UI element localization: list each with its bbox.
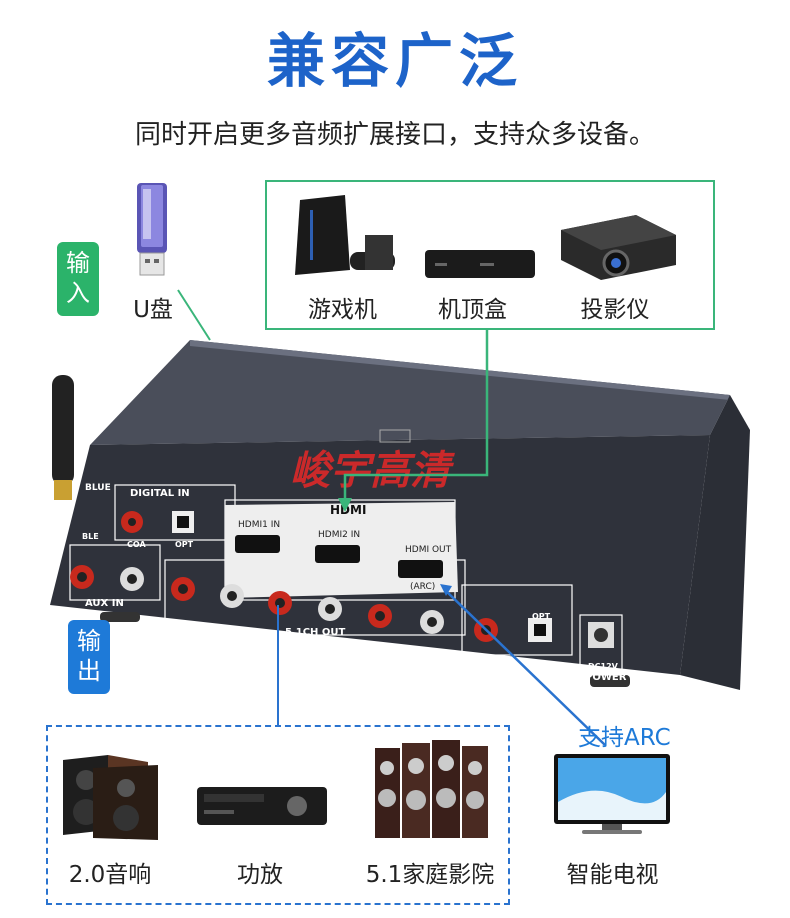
output-label-home-theater: 5.1家庭影院 [365, 862, 495, 888]
output-badge-label: 输出 [77, 627, 101, 685]
source-label-projector: 投影仪 [580, 297, 650, 323]
projector-icon [561, 215, 676, 280]
speakers-icon [63, 755, 158, 840]
usb-drive-icon [137, 183, 167, 276]
hdmi-out-label: HDMI OUT [405, 545, 452, 555]
amplifier-icon [197, 787, 327, 825]
decoder-device [50, 340, 750, 690]
arc-port-label: (ARC) [410, 582, 436, 592]
source-label-set-top-box: 机顶盒 [438, 297, 507, 323]
arc-support-label: 支持ARC [578, 725, 671, 751]
page-subtitle: 同时开启更多音频扩展接口，支持众多设备。 [134, 120, 655, 150]
input-badge: 输入 [57, 242, 99, 316]
opt-label: OPT [175, 540, 194, 549]
ch-out-label: 5.1CH OUT [285, 627, 346, 638]
smart-tv-icon [554, 754, 670, 834]
digital-out-label: DIGITAL OUT [480, 660, 552, 671]
aux-in-label: AUX IN [85, 598, 124, 609]
coa-label: COA [127, 540, 146, 549]
hdmi1-in-label: HDMI1 IN [238, 520, 281, 530]
output-badge: 输出 [68, 620, 110, 694]
blue-label: BLUE [85, 483, 111, 493]
usb-label: U盘 [133, 297, 173, 323]
game-console-icon [295, 195, 395, 275]
power-label: POWER [585, 672, 627, 683]
watermark: 峻宇高清 [290, 448, 450, 494]
hdmi2-in-label: HDMI2 IN [318, 530, 361, 540]
output-devices-box [46, 725, 510, 905]
page-title: 兼容广泛 [266, 27, 523, 95]
set-top-box-icon [425, 250, 535, 278]
ble-label: BLE [82, 532, 99, 541]
opt-out-label: OPT [532, 612, 551, 621]
output-label-smart-tv: 智能电视 [566, 862, 659, 888]
output-label-speakers: 2.0音响 [68, 862, 152, 888]
home-theater-icon [375, 740, 488, 838]
input-badge-label: 输入 [66, 249, 90, 307]
source-label-game-console: 游戏机 [308, 297, 377, 323]
digital-in-label: DIGITAL IN [130, 488, 190, 499]
dc-label: DC12V [588, 662, 618, 671]
output-label-amplifier: 功放 [237, 862, 283, 888]
source-devices-box [265, 180, 715, 330]
hdmi-label: HDMI [330, 503, 367, 517]
